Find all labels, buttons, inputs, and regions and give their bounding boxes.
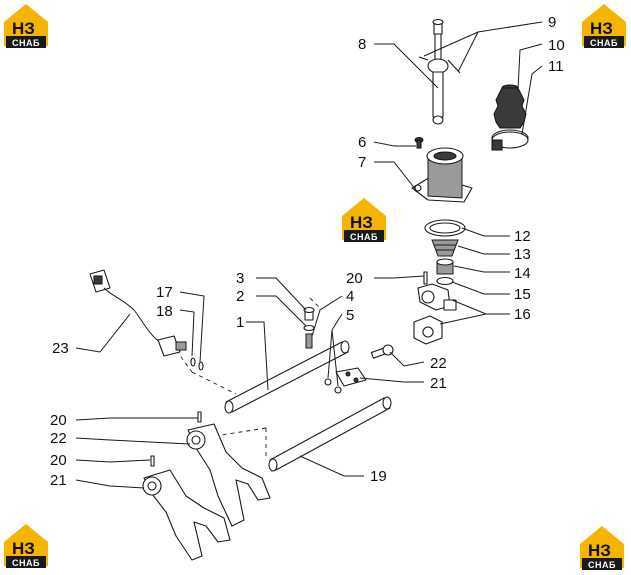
gear-lever [418,18,461,125]
logo-caption: СНАБ [588,560,616,570]
selector-block [413,283,457,345]
sensor-washers [190,357,204,371]
logo-top-left: НЗ СНАБ [4,4,48,48]
roll-pin-lower [150,455,155,467]
callout-10: 10 [548,37,565,54]
callout-labels: 8 9 10 11 6 7 12 13 14 15 16 20 3 2 4 5 … [50,14,565,489]
callout-21: 21 [50,472,67,489]
detent-balls [324,378,342,394]
callout-11: 11 [548,58,564,75]
rubber-boot [493,84,527,129]
callout-13: 13 [514,246,531,263]
callout-7: 7 [358,154,366,171]
roll-pin-upper [423,271,428,285]
logo-mark: НЗ [588,541,611,560]
callout-9: 9 [548,14,556,31]
callout-20-mid: 20 [50,412,67,429]
logo-mark: НЗ [12,539,35,558]
hose-clamp [491,129,529,151]
callout-14: 14 [514,265,531,282]
locking-plate [335,367,367,387]
leader-lines [75,21,543,489]
callout-6: 6 [358,134,366,151]
callout-19: 19 [370,468,387,485]
callout-24: 22 [430,355,447,372]
screw [414,137,424,149]
seal-ring [424,219,466,237]
logo-caption: СНАБ [350,232,378,242]
lever-housing [411,147,473,203]
shift-fork-lower [142,469,231,561]
callout-16: 16 [514,306,531,323]
callout-3: 3 [236,270,244,287]
callout-12: 12 [514,228,531,245]
shift-fork-upper [186,423,271,527]
callout-17: 17 [156,284,173,301]
spring [431,239,459,257]
bushing [436,258,454,275]
callout-20-lower: 20 [50,452,67,469]
neutral-sensor [89,269,187,357]
logo-center: НЗ СНАБ [342,198,386,242]
logo-mark: НЗ [350,213,373,232]
callout-22: 22 [50,430,67,447]
callout-15: 15 [514,286,531,303]
logo-caption: СНАБ [12,38,40,48]
logo-bottom-left: НЗ СНАБ [4,524,48,568]
o-ring [436,276,454,286]
callout-4: 4 [346,288,354,305]
logo-mark: НЗ [12,19,35,38]
logo-caption: СНАБ [12,558,40,568]
callout-20-upper: 20 [346,270,363,287]
selector-rod [268,396,392,472]
callout-23: 21 [430,375,447,392]
callout-25: 23 [52,340,69,357]
callout-2: 2 [236,288,244,305]
callout-8: 8 [358,36,366,53]
callout-1: 1 [236,314,244,331]
bolt-assembly [303,306,315,349]
hex-bolt [370,344,394,359]
logo-mark: НЗ [590,19,613,38]
logo-top-right: НЗ СНАБ [582,4,626,48]
logo-caption: СНАБ [590,38,618,48]
roll-pin-mid [197,411,202,423]
callout-5: 5 [346,307,354,324]
callout-18: 18 [156,303,173,320]
shift-rod [224,340,350,414]
logo-bottom-right: НЗ СНАБ [580,526,624,570]
